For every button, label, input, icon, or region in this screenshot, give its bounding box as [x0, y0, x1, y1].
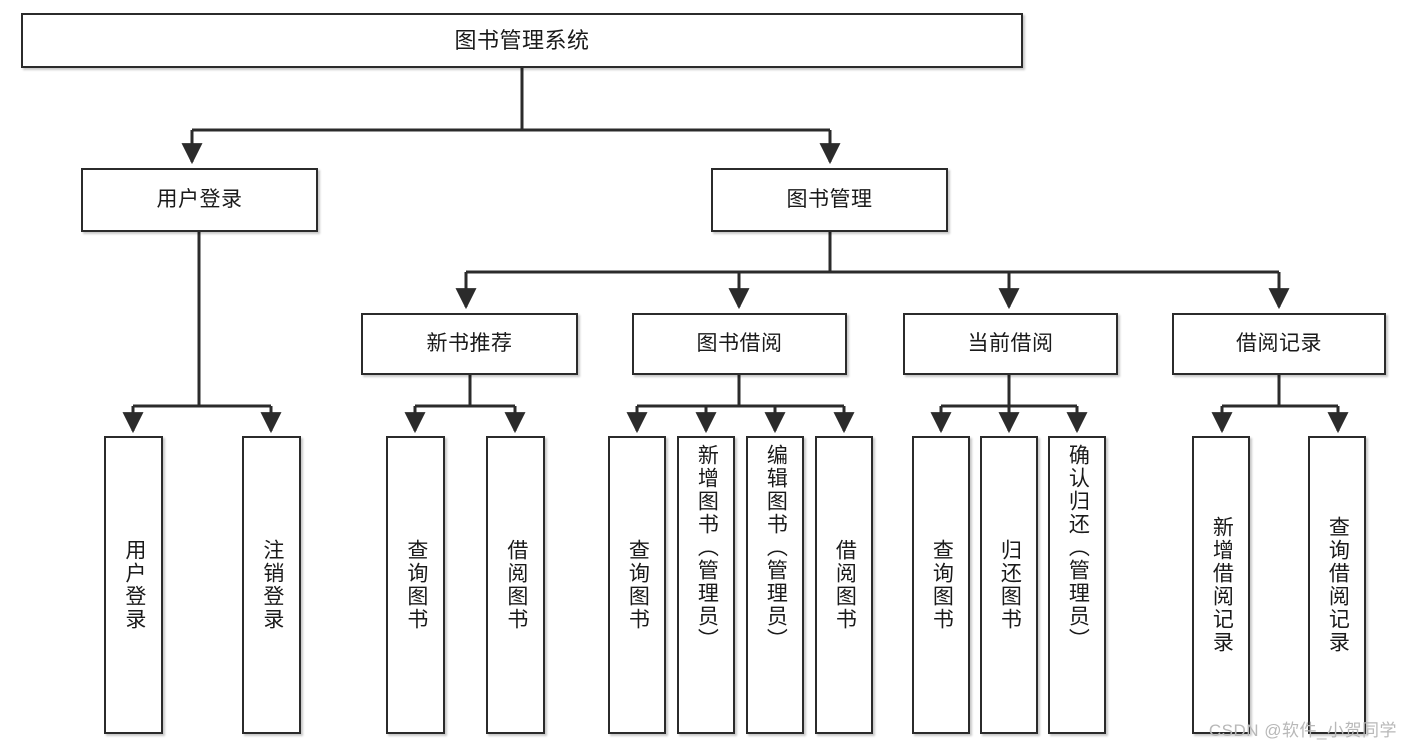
node-label: 用户登录 [122, 539, 146, 631]
node-label: 当前借阅 [967, 331, 1054, 355]
node-label: 新书推荐 [426, 331, 513, 355]
leaf-query-borrow-record[interactable]: 查询借阅记录 [1308, 436, 1366, 734]
node-label: 查询图书 [404, 539, 428, 631]
leaf-add-book[interactable]: 新增图书（管理员） [677, 436, 735, 734]
node-label: 借阅记录 [1236, 331, 1322, 355]
node-label: 确认归还（管理员） [1066, 444, 1090, 651]
node-label: 用户登录 [156, 187, 243, 211]
watermark-text: CSDN @软件_小贺同学 [1208, 721, 1397, 740]
node-borrow-record[interactable]: 借阅记录 [1172, 313, 1386, 375]
node-user-login[interactable]: 用户登录 [81, 168, 318, 232]
node-label: 编辑图书（管理员） [764, 444, 788, 651]
node-label: 注销登录 [260, 539, 284, 631]
node-book-borrow[interactable]: 图书借阅 [632, 313, 847, 375]
leaf-query-book-2[interactable]: 查询图书 [608, 436, 666, 734]
leaf-confirm-return[interactable]: 确认归还（管理员） [1048, 436, 1106, 734]
node-label: 图书管理 [786, 187, 873, 211]
node-label: 新增图书（管理员） [695, 444, 719, 651]
node-label: 图书管理系统 [454, 27, 590, 53]
node-book-management[interactable]: 图书管理 [711, 168, 948, 232]
leaf-borrow-book-2[interactable]: 借阅图书 [815, 436, 873, 734]
leaf-return-book[interactable]: 归还图书 [980, 436, 1038, 734]
node-new-book-recommend[interactable]: 新书推荐 [361, 313, 578, 375]
leaf-edit-book[interactable]: 编辑图书（管理员） [746, 436, 804, 734]
leaf-borrow-book-1[interactable]: 借阅图书 [486, 436, 545, 734]
leaf-query-book-1[interactable]: 查询图书 [386, 436, 445, 734]
node-current-borrow[interactable]: 当前借阅 [903, 313, 1118, 375]
node-label: 借阅图书 [833, 539, 857, 631]
leaf-user-login[interactable]: 用户登录 [104, 436, 163, 734]
node-label: 查询图书 [626, 539, 650, 631]
node-label: 图书借阅 [696, 331, 783, 355]
node-label: 查询图书 [930, 539, 954, 631]
leaf-add-borrow-record[interactable]: 新增借阅记录 [1192, 436, 1250, 734]
node-label: 归还图书 [998, 539, 1022, 631]
node-root-system[interactable]: 图书管理系统 [21, 13, 1023, 68]
node-label: 新增借阅记录 [1210, 516, 1234, 654]
leaf-query-book-3[interactable]: 查询图书 [912, 436, 970, 734]
node-label: 借阅图书 [504, 539, 528, 631]
leaf-logout-login[interactable]: 注销登录 [242, 436, 301, 734]
node-label: 查询借阅记录 [1326, 516, 1350, 654]
